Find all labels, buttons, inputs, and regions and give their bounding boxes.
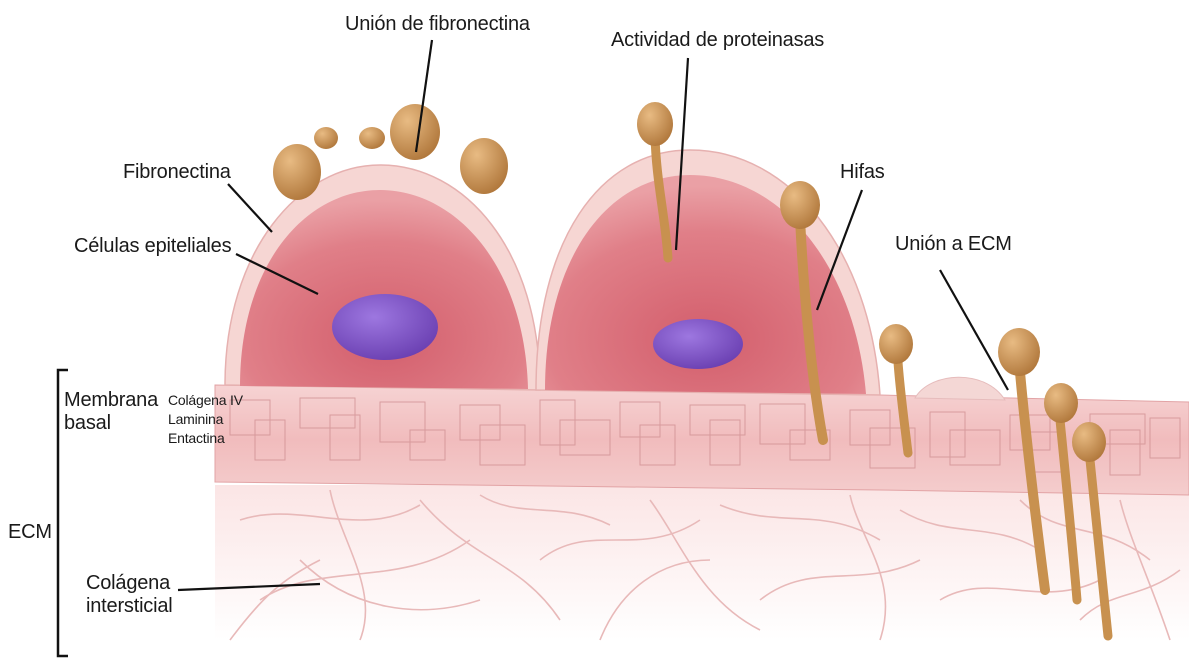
label-basement-membrane-line2: basal	[64, 412, 158, 435]
basement-membrane	[215, 385, 1189, 495]
label-epithelial-cells: Células epiteliales	[74, 235, 231, 258]
label-interstitial-collagen-line1: Colágena	[86, 572, 173, 595]
nucleus-right	[653, 319, 743, 369]
label-basement-membrane: Membrana basal	[64, 389, 158, 435]
nucleus-left	[332, 294, 438, 360]
cell-remnant	[915, 377, 1005, 400]
label-hyphae: Hifas	[840, 161, 885, 184]
label-basement-components: Colágena IV Laminina Entactina	[168, 391, 243, 448]
label-fibronectin: Fibronectina	[123, 161, 231, 184]
label-ecm: ECM	[8, 521, 52, 544]
label-interstitial-collagen-line2: intersticial	[86, 595, 173, 618]
label-basement-membrane-line1: Membrana	[64, 389, 158, 412]
label-ecm-binding: Unión a ECM	[895, 233, 1012, 256]
label-laminin: Laminina	[168, 410, 243, 429]
label-fibronectin-binding: Unión de fibronectina	[345, 13, 530, 36]
label-proteinase-activity: Actividad de proteinasas	[611, 29, 824, 52]
label-collagen-iv: Colágena IV	[168, 391, 243, 410]
label-interstitial-collagen: Colágena intersticial	[86, 572, 173, 618]
label-entactin: Entactina	[168, 429, 243, 448]
